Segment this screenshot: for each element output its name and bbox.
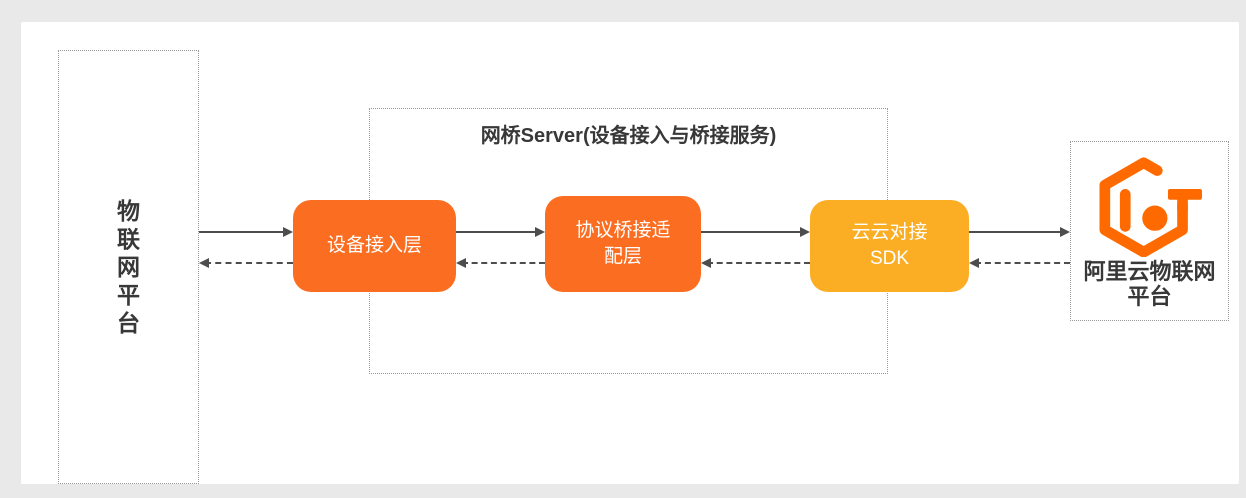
diagram-panel: 物联网平台 网桥Server(设备接入与桥接服务) 设备接入层 协议桥接适配层 … xyxy=(21,22,1239,484)
arrow-backward-2 xyxy=(456,258,545,268)
arrow-line xyxy=(969,231,1064,233)
arrow-line xyxy=(707,262,810,264)
node-protocol-bridge-adapter-layer: 协议桥接适配层 xyxy=(545,196,701,292)
arrow-left-head-icon xyxy=(701,258,711,268)
arrow-line xyxy=(456,231,539,233)
arrow-left-head-icon xyxy=(199,258,209,268)
arrow-line xyxy=(205,262,293,264)
arrow-right-head-icon xyxy=(283,227,293,237)
arrow-backward-3 xyxy=(701,258,810,268)
arrow-line xyxy=(975,262,1070,264)
arrow-backward-1 xyxy=(199,258,293,268)
arrow-backward-4 xyxy=(969,258,1070,268)
arrow-right-head-icon xyxy=(800,227,810,237)
aliyun-iot-platform-box: 阿里云物联网平台 xyxy=(1070,141,1229,321)
arrow-left-head-icon xyxy=(456,258,466,268)
aliyun-iot-platform-label: 阿里云物联网平台 xyxy=(1083,259,1216,309)
arrow-left-head-icon xyxy=(969,258,979,268)
arrow-forward-3 xyxy=(701,227,810,237)
arrow-right-head-icon xyxy=(1060,227,1070,237)
aliyun-iot-logo-icon xyxy=(1099,157,1202,257)
node-device-access-layer: 设备接入层 xyxy=(293,200,456,292)
bridge-server-title: 网桥Server(设备接入与桥接服务) xyxy=(480,125,777,147)
arrow-forward-4 xyxy=(969,227,1070,237)
arrow-right-head-icon xyxy=(535,227,545,237)
iot-platform-box: 物联网平台 xyxy=(58,50,199,484)
arrow-forward-1 xyxy=(199,227,293,237)
arrow-forward-2 xyxy=(456,227,545,237)
arrow-line xyxy=(462,262,545,264)
arrow-line xyxy=(199,231,287,233)
arrow-line xyxy=(701,231,804,233)
iot-platform-label: 物联网平台 xyxy=(117,198,140,336)
